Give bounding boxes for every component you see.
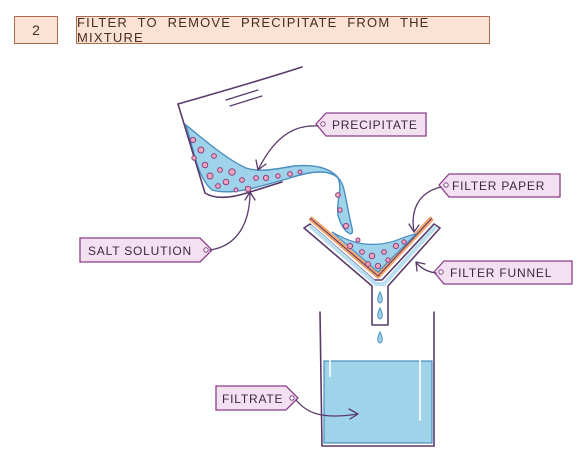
tag-hole	[203, 247, 209, 253]
tag-hole	[289, 395, 295, 401]
label-precipitate-text: PRECIPITATE	[332, 118, 418, 132]
label-filtrate: FILTRATE	[215, 385, 359, 420]
tag-shape	[433, 260, 573, 285]
step-number-badge: 2	[14, 16, 58, 44]
arrow-filter-paper	[408, 186, 442, 233]
funnel-inner-band	[308, 224, 438, 286]
beaker-graduations	[329, 329, 421, 421]
beaker-graduation-mark	[225, 89, 263, 107]
precipitate-particles-funnel	[346, 237, 407, 270]
label-salt-solution-text: SALT SOLUTION	[88, 244, 192, 258]
label-filter-paper-text: FILTER PAPER	[452, 179, 545, 193]
label-filter-funnel-text: FILTER FUNNEL	[450, 266, 552, 280]
arrow-precipitate	[255, 125, 319, 171]
filter-paper-edge	[309, 217, 433, 277]
filtrate-liquid	[323, 360, 433, 444]
label-precipitate: PRECIPITATE	[255, 112, 427, 171]
beaker-wall	[319, 311, 435, 447]
step-number: 2	[32, 22, 40, 38]
filtrate-drops	[377, 290, 383, 344]
label-filter-funnel: FILTER FUNNEL	[415, 260, 573, 285]
label-filter-paper: FILTER PAPER	[408, 173, 561, 233]
step-title: FILTER TO REMOVE PRECIPITATE FROM THE MI…	[77, 15, 430, 45]
arrow-salt-solution	[209, 191, 256, 251]
tag-shape	[438, 173, 561, 198]
tag-hole	[320, 121, 326, 127]
tag-hole	[438, 269, 444, 275]
arrow-filtrate	[295, 399, 359, 420]
tag-shape	[79, 237, 213, 263]
arrow-filter-funnel	[415, 261, 437, 274]
receiving-beaker	[319, 311, 435, 447]
beaker-liquid	[184, 122, 354, 235]
tag-shape	[315, 112, 427, 137]
step-title-banner: FILTER TO REMOVE PRECIPITATE FROM THE MI…	[76, 15, 490, 45]
label-filtrate-text: FILTRATE	[222, 392, 283, 406]
pouring-beaker	[177, 66, 354, 235]
filter-funnel-assembly	[303, 216, 441, 344]
tag-shape	[215, 385, 299, 411]
funnel-residue	[331, 231, 418, 273]
precipitate-particles-beaker	[189, 136, 350, 230]
beaker-rim	[177, 66, 303, 105]
tag-hole	[443, 182, 449, 188]
label-salt-solution: SALT SOLUTION	[79, 191, 256, 263]
